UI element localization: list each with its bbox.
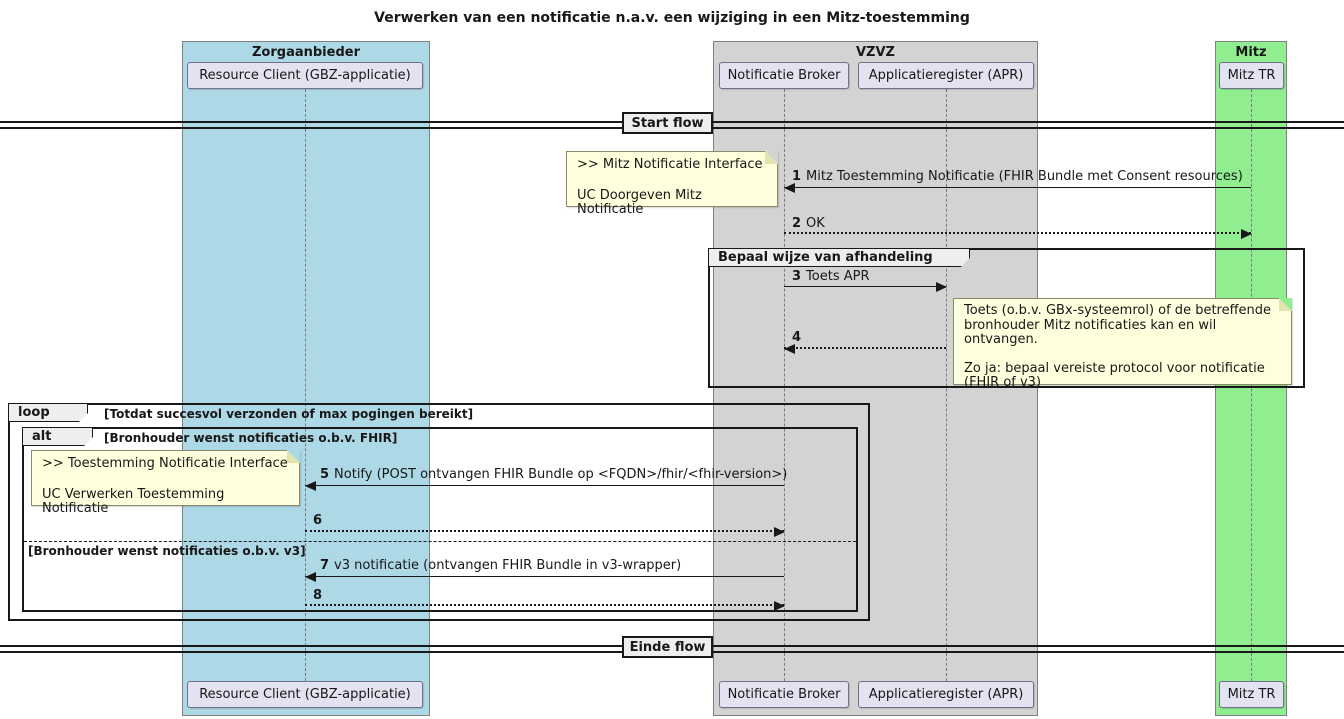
message-8-label: 8 — [313, 588, 327, 603]
note-fold-icon — [1279, 298, 1292, 311]
divider-einde-flow: Einde flow — [622, 636, 713, 658]
participant-notificatie-broker-bottom: Notificatie Broker — [719, 681, 849, 708]
arrowhead-left-icon — [784, 344, 795, 354]
message-5-label: 5 Notify (POST ontvangen FHIR Bundle op <… — [320, 467, 787, 482]
message-number: 5 — [320, 467, 330, 482]
message-2-label: 2 OK — [792, 216, 825, 231]
divider-start-flow: Start flow — [622, 112, 713, 134]
lifeline-resource-client — [305, 89, 306, 681]
message-7-line — [305, 576, 784, 577]
lifeline-applicatieregister — [946, 89, 947, 681]
participant-label: Notificatie Broker — [727, 68, 841, 83]
participant-resource-client-top: Resource Client (GBZ-applicatie) — [187, 62, 423, 89]
participant-label: Resource Client (GBZ-applicatie) — [199, 687, 411, 702]
box-zorgaanbieder-label: Zorgaanbieder — [252, 45, 360, 60]
message-1-label: 1 Mitz Toestemming Notificatie (FHIR Bund… — [792, 169, 1243, 184]
message-number: 7 — [320, 558, 330, 573]
fragment-bepaal-wijze: Bepaal wijze van afhandeling — [708, 248, 1305, 388]
note-line: (FHIR of v3) — [964, 375, 1042, 390]
message-text: Mitz Toestemming Notificatie (FHIR Bundl… — [806, 169, 1243, 184]
participant-label: Notificatie Broker — [727, 687, 841, 702]
box-zorgaanbieder: Zorgaanbieder — [182, 41, 430, 716]
message-number: 4 — [792, 330, 802, 345]
participant-label: Mitz TR — [1227, 68, 1276, 83]
message-number: 2 — [792, 216, 802, 231]
fragment-alt-else-line — [24, 541, 856, 542]
arrowhead-right-icon — [936, 282, 947, 292]
arrowhead-left-icon — [305, 572, 316, 582]
message-2-line — [784, 232, 1251, 234]
message-3-label: 3 Toets APR — [792, 269, 870, 284]
arrowhead-right-icon — [774, 527, 785, 537]
fragment-alt: alt [Bronhouder wenst notificaties o.b.v… — [22, 427, 858, 612]
message-1-line — [784, 187, 1251, 188]
message-text: OK — [806, 216, 825, 231]
lifeline-mitz-tr — [1251, 89, 1252, 681]
fragment-alt-else-condition: [Bronhouder wenst notificaties o.b.v. v3… — [28, 544, 306, 558]
participant-mitz-tr-bottom: Mitz TR — [1219, 681, 1284, 708]
message-number: 6 — [313, 513, 323, 528]
message-text: Notify (POST ontvangen FHIR Bundle op <F… — [334, 467, 788, 482]
note-toestemming-notificatie-interface: >> Toestemming Notificatie Interface UC … — [31, 450, 300, 516]
arrowhead-left-icon — [784, 183, 795, 193]
message-4-label: 4 — [792, 330, 806, 345]
note-line: >> Mitz Notificatie Interface — [577, 157, 763, 172]
message-4-line — [784, 347, 946, 349]
fragment-bepaal-wijze-tab: Bepaal wijze van afhandeling — [708, 248, 970, 267]
box-vzvz-label: VZVZ — [856, 45, 895, 60]
message-number: 3 — [792, 269, 802, 284]
message-number: 8 — [313, 588, 323, 603]
participant-applicatieregister-top: Applicatieregister (APR) — [858, 62, 1034, 89]
note-line: UC Verwerken Toestemming Notificatie — [42, 486, 225, 516]
note-line: Zo ja: bepaal vereiste protocol voor not… — [964, 360, 1265, 376]
note-line: UC Doorgeven Mitz Notificatie — [577, 187, 702, 217]
message-6-label: 6 — [313, 513, 327, 528]
diagram-title: Verwerken van een notificatie n.a.v. een… — [374, 10, 970, 26]
note-mitz-notificatie-interface: >> Mitz Notificatie Interface UC Doorgev… — [566, 151, 778, 217]
message-text: Toets APR — [806, 269, 870, 284]
fragment-loop-tab: loop — [8, 403, 88, 422]
message-3-line — [784, 286, 946, 287]
message-text: v3 notificatie (ontvangen FHIR Bundle in… — [334, 558, 682, 573]
arrowhead-right-icon — [1241, 229, 1252, 239]
participant-label: Mitz TR — [1227, 687, 1276, 702]
participant-mitz-tr-top: Mitz TR — [1219, 62, 1284, 89]
note-line: >> Toestemming Notificatie Interface — [42, 456, 288, 471]
participant-label: Applicatieregister (APR) — [868, 687, 1024, 702]
note-fold-icon — [765, 151, 778, 164]
message-6-line — [305, 530, 784, 532]
fragment-alt-tab: alt — [22, 427, 93, 446]
message-7-label: 7 v3 notificatie (ontvangen FHIR Bundle i… — [320, 558, 681, 573]
fragment-alt-condition: [Bronhouder wenst notificaties o.b.v. FH… — [104, 431, 398, 445]
note-line — [964, 348, 1281, 362]
arrowhead-left-icon — [305, 481, 316, 491]
note-line: Toets (o.b.v. GBx-systeemrol) of de betr… — [964, 303, 1272, 318]
participant-label: Resource Client (GBZ-applicatie) — [199, 68, 411, 83]
participant-label: Applicatieregister (APR) — [868, 68, 1024, 83]
note-fold-icon — [287, 450, 300, 463]
note-line: bronhouder Mitz notificaties kan en wil … — [964, 317, 1217, 347]
message-8-line — [305, 604, 784, 606]
box-mitz-label: Mitz — [1235, 45, 1267, 60]
message-number: 1 — [792, 169, 802, 184]
fragment-loop-condition: [Totdat succesvol verzonden of max pogin… — [104, 407, 474, 421]
participant-notificatie-broker-top: Notificatie Broker — [719, 62, 849, 89]
note-toets-bronhouder: Toets (o.b.v. GBx-systeemrol) of de betr… — [953, 298, 1292, 390]
participant-resource-client-bottom: Resource Client (GBZ-applicatie) — [187, 681, 423, 708]
lifeline-notificatie-broker — [784, 89, 785, 681]
arrowhead-right-icon — [774, 601, 785, 611]
participant-applicatieregister-bottom: Applicatieregister (APR) — [858, 681, 1034, 708]
message-5-line — [305, 485, 784, 486]
fragment-loop: loop [Totdat succesvol verzonden of max … — [8, 403, 870, 621]
